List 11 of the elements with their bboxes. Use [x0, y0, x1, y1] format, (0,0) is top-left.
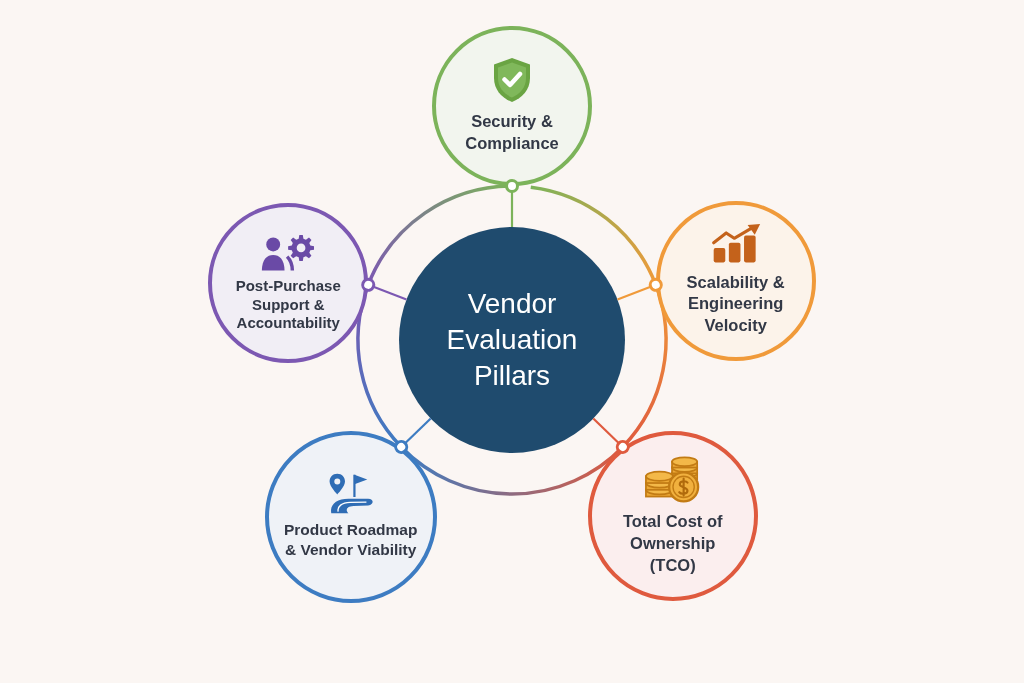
spoke-connector — [394, 417, 432, 454]
spoke-connector — [592, 417, 630, 454]
hub-title: Vendor Evaluation Pillars — [445, 287, 579, 393]
spoke-connector — [505, 179, 519, 227]
node-label: Product Roadmap & Vendor Viability — [282, 519, 419, 561]
spoke-connector — [617, 277, 663, 301]
node-label: Post-Purchase Support & Accountability — [234, 276, 342, 334]
node-label: Total Cost of Ownership (TCO) — [621, 511, 724, 576]
spoke-connector — [361, 277, 407, 301]
node-label: Scalability & Engineering Velocity — [685, 271, 786, 337]
node-label: Security & Compliance — [464, 111, 560, 154]
